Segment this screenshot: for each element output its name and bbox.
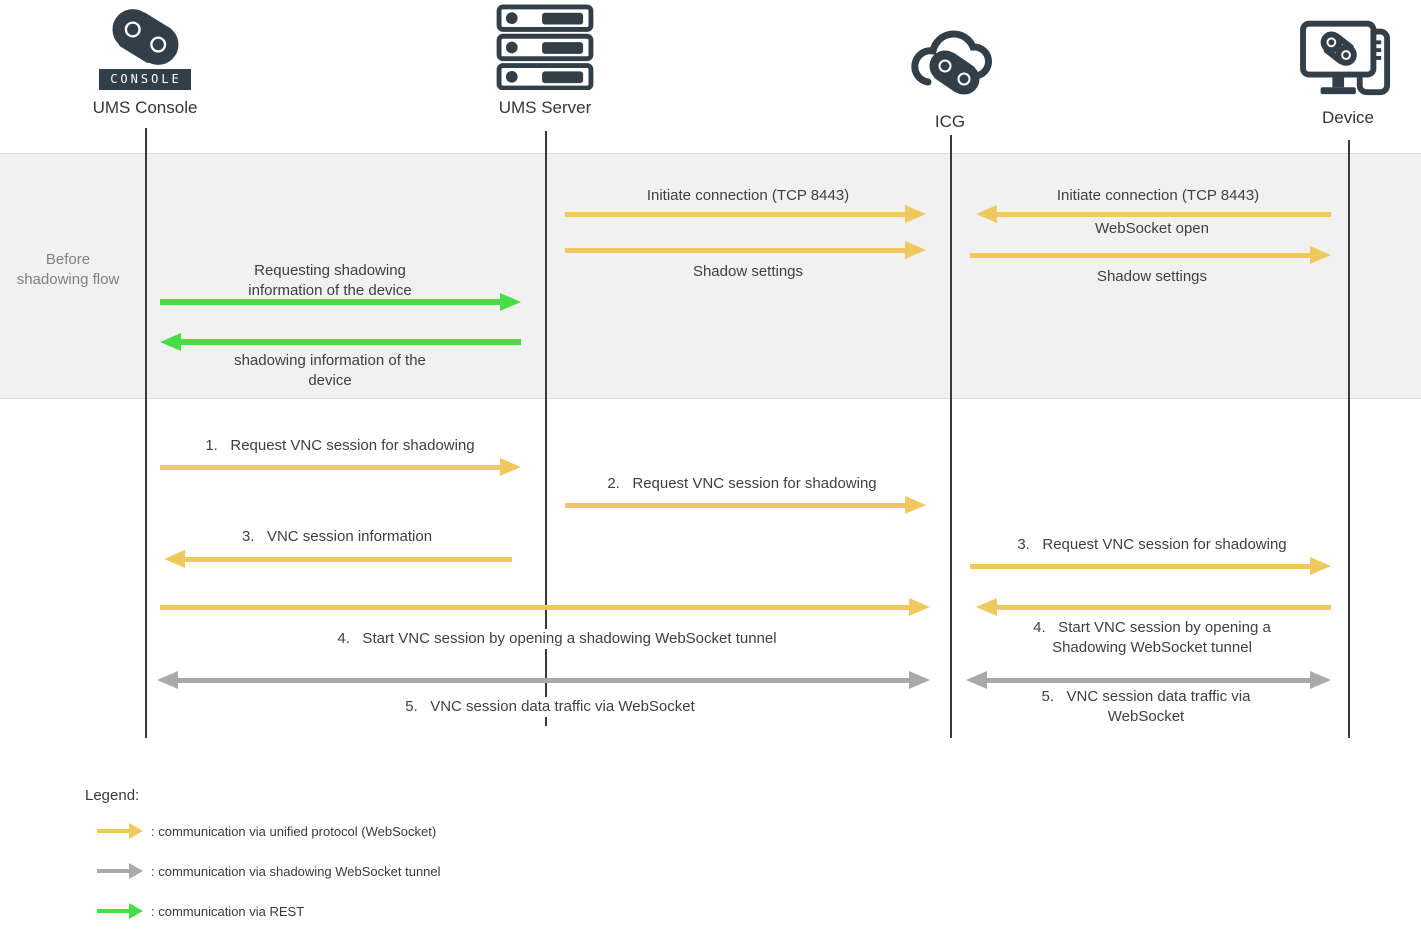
arrow-step5-vnc-data-traffic-device [983,677,1314,683]
lifeline-device [1348,140,1350,738]
arrowhead-step1-request-vnc-session-right [500,458,521,476]
arrowhead-step2-request-vnc-session-right [905,496,926,514]
message-label-shadow-settings-icg-device: Shadow settings [1096,268,1208,285]
console-badge: CONSOLE [99,69,191,90]
arrow-request-shadowing-info [160,299,504,305]
legend-shadowing-tunnel-arrow-icon [97,862,143,880]
legend-rest: : communication via REST [97,902,304,920]
legend-unified-protocol-label: : communication via unified protocol (We… [151,823,437,839]
legend-rest-arrow-icon [97,902,143,920]
lifeline-ums-console [145,128,147,738]
message-label-step3-vnc-session-information: 3. VNC session information [241,528,433,545]
actor-label-device: Device [1322,108,1374,127]
legend-rest-label: : communication via REST [151,903,305,919]
arrow-shadowing-info-response [177,339,521,345]
arrow-step4-start-vnc-session-device [993,604,1331,610]
actor-label-ums-server: UMS Server [498,98,592,117]
ums-console-logo-icon [60,4,230,70]
legend-shadowing-tunnel: : communication via shadowing WebSocket … [97,862,441,880]
lifeline-icg [950,135,952,738]
actor-icg: ICG [865,6,1035,132]
message-label-step1-request-vnc-session: 1. Request VNC session for shadowing [205,437,475,454]
message-label-shadowing-info-response: shadowing information of the device [234,352,426,389]
arrowhead-step3-vnc-session-information-left [164,550,185,568]
lifeline-ums-server [545,131,547,726]
arrow-step2-request-vnc-session [565,502,909,508]
cloud-icg-icon [865,6,1035,104]
message-label-shadow-settings-ums-icg: Shadow settings [692,263,804,280]
arrow-shadow-settings-icg-device [970,252,1314,258]
message-label-request-shadowing-info: Requesting shadowing information of the … [248,262,412,299]
phase-label: Before shadowing flow [16,251,120,288]
message-label-step4-start-vnc-session-device: 4. Start VNC session by opening a Shadow… [1033,619,1271,656]
arrowhead-step5-vnc-data-traffic-left [157,671,178,689]
arrow-step3-request-vnc-session-device [970,563,1314,569]
message-label-initiate-connection-ums-icg: Initiate connection (TCP 8443) [646,187,850,204]
arrowhead-shadowing-info-response-left [160,333,181,351]
arrowhead-initiate-connection-ums-icg-right [905,205,926,223]
message-label-initiate-connection-device-icg: Initiate connection (TCP 8443) [1056,187,1260,204]
arrowhead-step5-vnc-data-traffic-device-left [966,671,987,689]
arrow-step5-vnc-data-traffic [174,677,913,683]
device-monitor-icon [1263,12,1421,100]
arrowhead-request-shadowing-info-right [500,293,521,311]
arrow-step1-request-vnc-session [160,464,504,470]
arrowhead-step5-vnc-data-traffic-device-right [1310,671,1331,689]
legend-shadowing-tunnel-label: : communication via shadowing WebSocket … [151,863,441,879]
arrowhead-step4-start-vnc-session-device-left [976,598,997,616]
message-label-step4-start-vnc-session: 4. Start VNC session by opening a shadow… [277,629,837,649]
legend-unified-protocol-arrow-icon [97,822,143,840]
arrow-step4-start-vnc-session [160,604,913,610]
arrowhead-shadow-settings-icg-device-right [1310,246,1331,264]
arrowhead-step4-start-vnc-session-right [909,598,930,616]
arrow-shadow-settings-ums-icg [565,247,909,253]
arrowhead-step3-request-vnc-session-device-right [1310,557,1331,575]
message-label-step3-request-vnc-session-device: 3. Request VNC session for shadowing [1017,536,1287,553]
arrowhead-step5-vnc-data-traffic-right [909,671,930,689]
actor-device: Device [1263,12,1421,128]
actor-ums-server: UMS Server [460,4,630,118]
before-shadowing-phase-band [0,153,1421,399]
legend-unified-protocol: : communication via unified protocol (We… [97,822,436,840]
message-label-step2-request-vnc-session: 2. Request VNC session for shadowing [607,475,877,492]
arrowhead-initiate-connection-device-icg-left [976,205,997,223]
arrow-step3-vnc-session-information [181,556,512,562]
legend-title: Legend: [85,787,140,804]
arrowhead-shadow-settings-ums-icg-right [905,241,926,259]
actor-ums-console: CONSOLE UMS Console [60,4,230,118]
arrow-initiate-connection-ums-icg [565,211,909,217]
message-label-step5-vnc-data-traffic: 5. VNC session data traffic via WebSocke… [310,697,790,717]
message-label-websocket-open: WebSocket open [1095,220,1209,237]
actor-label-ums-console: UMS Console [92,98,198,117]
server-stack-icon [460,4,630,90]
message-label-step5-vnc-data-traffic-device: 5. VNC session data traffic via WebSocke… [1041,688,1251,725]
arrow-initiate-connection-device-icg [993,211,1331,217]
actor-label-icg: ICG [934,112,966,131]
